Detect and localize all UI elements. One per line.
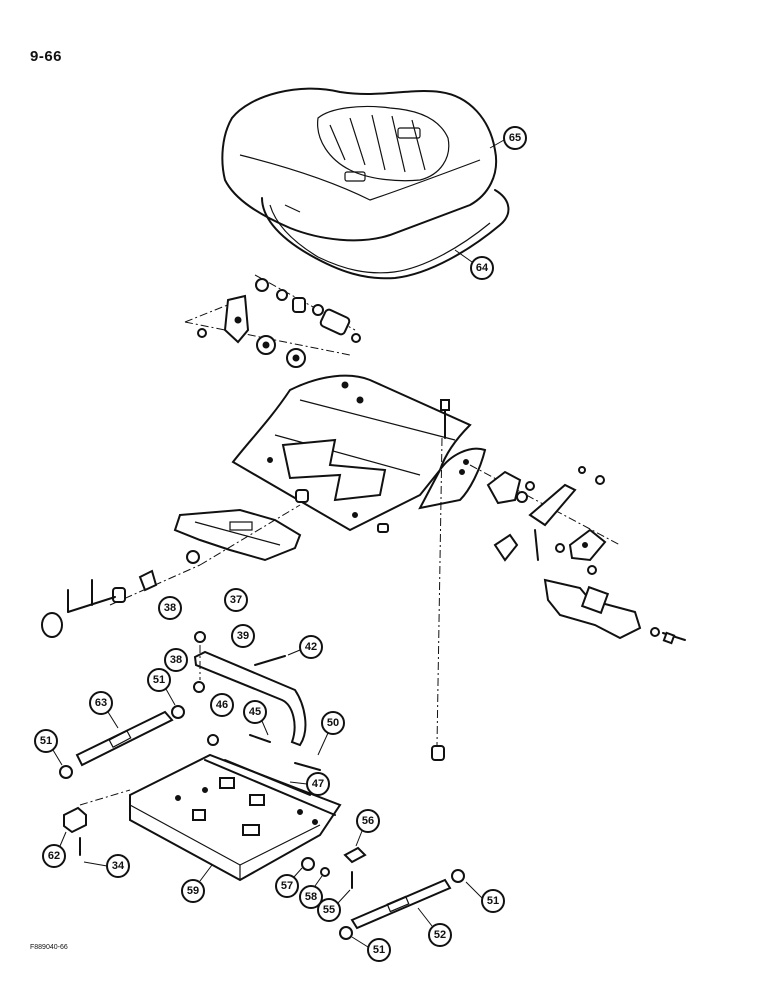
seat-base-frame xyxy=(231,374,487,533)
callout-39: 39 xyxy=(231,624,255,648)
callout-64: 64 xyxy=(470,256,494,280)
callout-45: 45 xyxy=(243,700,267,724)
callout-37: 37 xyxy=(224,588,248,612)
callout-46: 46 xyxy=(210,693,234,717)
callout-38: 38 xyxy=(158,596,182,620)
callout-47: 47 xyxy=(306,772,330,796)
callout-label: 51 xyxy=(153,674,165,686)
callout-label: 51 xyxy=(373,944,385,956)
right-linkage xyxy=(469,464,686,645)
right-slide-rail xyxy=(301,846,465,940)
callout-label: 64 xyxy=(476,262,489,274)
callout-label: 52 xyxy=(434,929,446,941)
upper-hardware xyxy=(184,274,361,368)
callout-65: 65 xyxy=(503,126,527,150)
figure-code: F889040-66 xyxy=(30,944,68,951)
callout-label: 45 xyxy=(249,706,261,718)
page-number: 9-66 xyxy=(30,48,63,65)
callout-label: 42 xyxy=(305,641,317,653)
callout-label: 38 xyxy=(164,602,176,614)
callout-63: 63 xyxy=(89,691,113,715)
callout-label: 57 xyxy=(281,880,293,892)
slide-bar xyxy=(193,631,307,747)
seat-cushion xyxy=(221,87,498,242)
stop-block xyxy=(63,789,131,856)
callout-58: 58 xyxy=(299,885,323,909)
callout-56: 56 xyxy=(356,809,380,833)
callout-51a: 51 xyxy=(147,668,171,692)
callout-label: 58 xyxy=(305,891,317,903)
callout-38b: 38 xyxy=(164,648,188,672)
callout-label: 34 xyxy=(112,860,125,872)
callout-label: 55 xyxy=(323,904,335,916)
callout-label: 59 xyxy=(187,885,199,897)
callout-34: 34 xyxy=(106,854,130,878)
adjuster-lever xyxy=(41,504,302,638)
callout-label: 46 xyxy=(216,699,228,711)
callout-label: 51 xyxy=(40,735,52,747)
callout-label: 65 xyxy=(509,132,521,144)
callout-42: 42 xyxy=(299,635,323,659)
callout-52: 52 xyxy=(428,923,452,947)
callout-57: 57 xyxy=(275,874,299,898)
lower-base xyxy=(129,734,342,882)
seat-pan xyxy=(261,189,510,280)
callout-51d: 51 xyxy=(367,938,391,962)
callout-label: 39 xyxy=(237,630,249,642)
left-slide-rail xyxy=(59,705,185,779)
callout-label: 37 xyxy=(230,594,242,606)
callout-55: 55 xyxy=(317,898,341,922)
callout-label: 63 xyxy=(95,697,107,709)
callout-51c: 51 xyxy=(481,889,505,913)
callout-51b: 51 xyxy=(34,729,58,753)
callout-62: 62 xyxy=(42,844,66,868)
callout-59: 59 xyxy=(181,879,205,903)
callout-50: 50 xyxy=(321,711,345,735)
callout-label: 56 xyxy=(362,815,374,827)
callout-label: 62 xyxy=(48,850,60,862)
callouts: 65 64 37 38 39 42 38 63 51 46 45 50 51 4… xyxy=(34,126,527,962)
center-bolt xyxy=(431,399,450,761)
callout-label: 51 xyxy=(487,895,499,907)
callout-label: 47 xyxy=(312,778,324,790)
callout-label: 50 xyxy=(327,717,339,729)
callout-label: 38 xyxy=(170,654,182,666)
